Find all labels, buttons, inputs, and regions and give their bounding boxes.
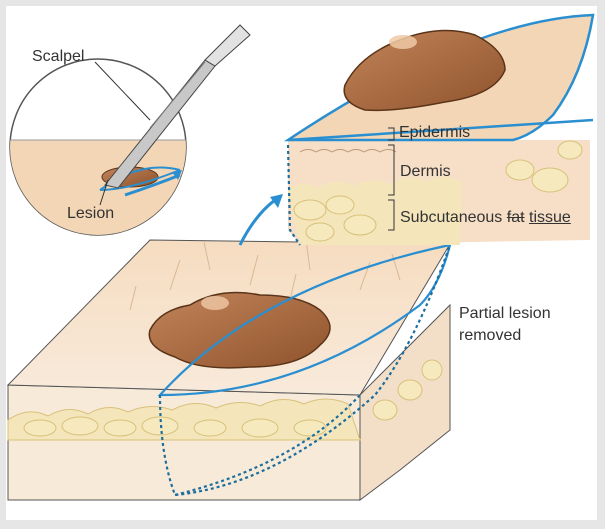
transfer-arrow <box>240 200 275 245</box>
label-scalpel: Scalpel <box>32 48 84 66</box>
label-partial-removed-line1: Partial lesion <box>459 305 551 323</box>
label-dermis: Dermis <box>400 163 451 181</box>
label-subcutaneous-underlined: tissue <box>529 209 571 226</box>
label-subcutaneous-prefix: Subcutaneous <box>400 209 502 226</box>
label-partial-removed-line2: removed <box>459 327 521 345</box>
label-epidermis: Epidermis <box>399 124 470 142</box>
label-subcutaneous-struck: fat <box>507 209 525 226</box>
skin-block <box>8 240 450 500</box>
label-lesion: Lesion <box>67 205 114 223</box>
label-subcutaneous: Subcutaneous fat tissue <box>400 209 571 227</box>
